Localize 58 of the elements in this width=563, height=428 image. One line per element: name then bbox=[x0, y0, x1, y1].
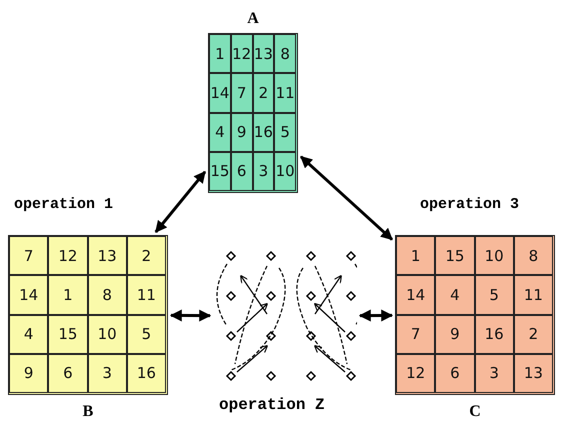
grid-heading: A bbox=[246, 10, 260, 28]
grid-cell: 9 bbox=[230, 112, 252, 152]
grid-cell: 14 bbox=[209, 73, 231, 112]
grid-cell: 6 bbox=[435, 354, 474, 393]
grid-cell: 6 bbox=[230, 152, 252, 191]
grid-cell: 9 bbox=[9, 354, 48, 393]
grid-cell: 7 bbox=[396, 314, 436, 354]
grid-cell: 8 bbox=[274, 34, 296, 74]
double-arrow bbox=[170, 309, 212, 322]
grid-heading: B bbox=[82, 403, 94, 421]
grid-cell: 12 bbox=[230, 34, 252, 74]
grid-cell: 15 bbox=[435, 236, 474, 276]
grid-cell: 9 bbox=[435, 314, 474, 354]
grid-cell: 10 bbox=[88, 314, 127, 354]
grid-cell: 6 bbox=[48, 354, 88, 393]
grid-cell: 4 bbox=[209, 112, 231, 152]
grid-cell: 5 bbox=[126, 314, 166, 354]
grid-cell: 15 bbox=[48, 314, 88, 354]
grid-cell: 7 bbox=[9, 236, 48, 276]
grid-cell: 11 bbox=[274, 73, 296, 112]
grid-cell: 5 bbox=[474, 275, 514, 314]
grid-cell: 4 bbox=[9, 314, 48, 354]
grid-cell: 11 bbox=[514, 275, 553, 314]
grid-cell: 2 bbox=[514, 314, 553, 354]
double-arrow bbox=[154, 170, 206, 233]
grid-cell: 16 bbox=[252, 112, 274, 152]
grid-cell: 13 bbox=[252, 34, 274, 74]
grid-cell: 7 bbox=[230, 73, 252, 112]
edge-label: operation 3 bbox=[420, 196, 520, 213]
grid-cell: 14 bbox=[396, 275, 436, 314]
grid-cell: 16 bbox=[126, 354, 166, 393]
grid-cell: 15 bbox=[209, 152, 231, 191]
grid-cell: 3 bbox=[474, 354, 514, 393]
grid-cell: 8 bbox=[514, 236, 553, 276]
grid-cell: 12 bbox=[48, 236, 88, 276]
grid-cell: 13 bbox=[514, 354, 553, 393]
grid-cell: 1 bbox=[209, 34, 231, 74]
double-arrow bbox=[300, 156, 393, 241]
grid-cell: 16 bbox=[474, 314, 514, 354]
grid-cell: 1 bbox=[396, 236, 436, 276]
grid-cell: 2 bbox=[126, 236, 166, 276]
grid-heading: C bbox=[468, 403, 482, 421]
double-arrow bbox=[358, 310, 394, 322]
edge-label: operation 1 bbox=[14, 196, 114, 213]
operation-caption: operation Z bbox=[219, 396, 325, 414]
grid-cell: 3 bbox=[252, 152, 274, 191]
grid-cell: 3 bbox=[88, 354, 127, 393]
grid-cell: 5 bbox=[274, 112, 296, 152]
grid-cell: 2 bbox=[252, 73, 274, 112]
grid-cell: 8 bbox=[88, 275, 127, 314]
grid-cell: 12 bbox=[396, 354, 436, 393]
grid-cell: 14 bbox=[9, 275, 48, 314]
grid-cell: 1 bbox=[48, 275, 88, 314]
grid-cell: 13 bbox=[88, 236, 127, 276]
grid-cell: 10 bbox=[274, 152, 296, 191]
grid-cell: 10 bbox=[474, 236, 514, 276]
grid-cell: 11 bbox=[126, 275, 166, 314]
grid-cell: 4 bbox=[435, 275, 474, 314]
